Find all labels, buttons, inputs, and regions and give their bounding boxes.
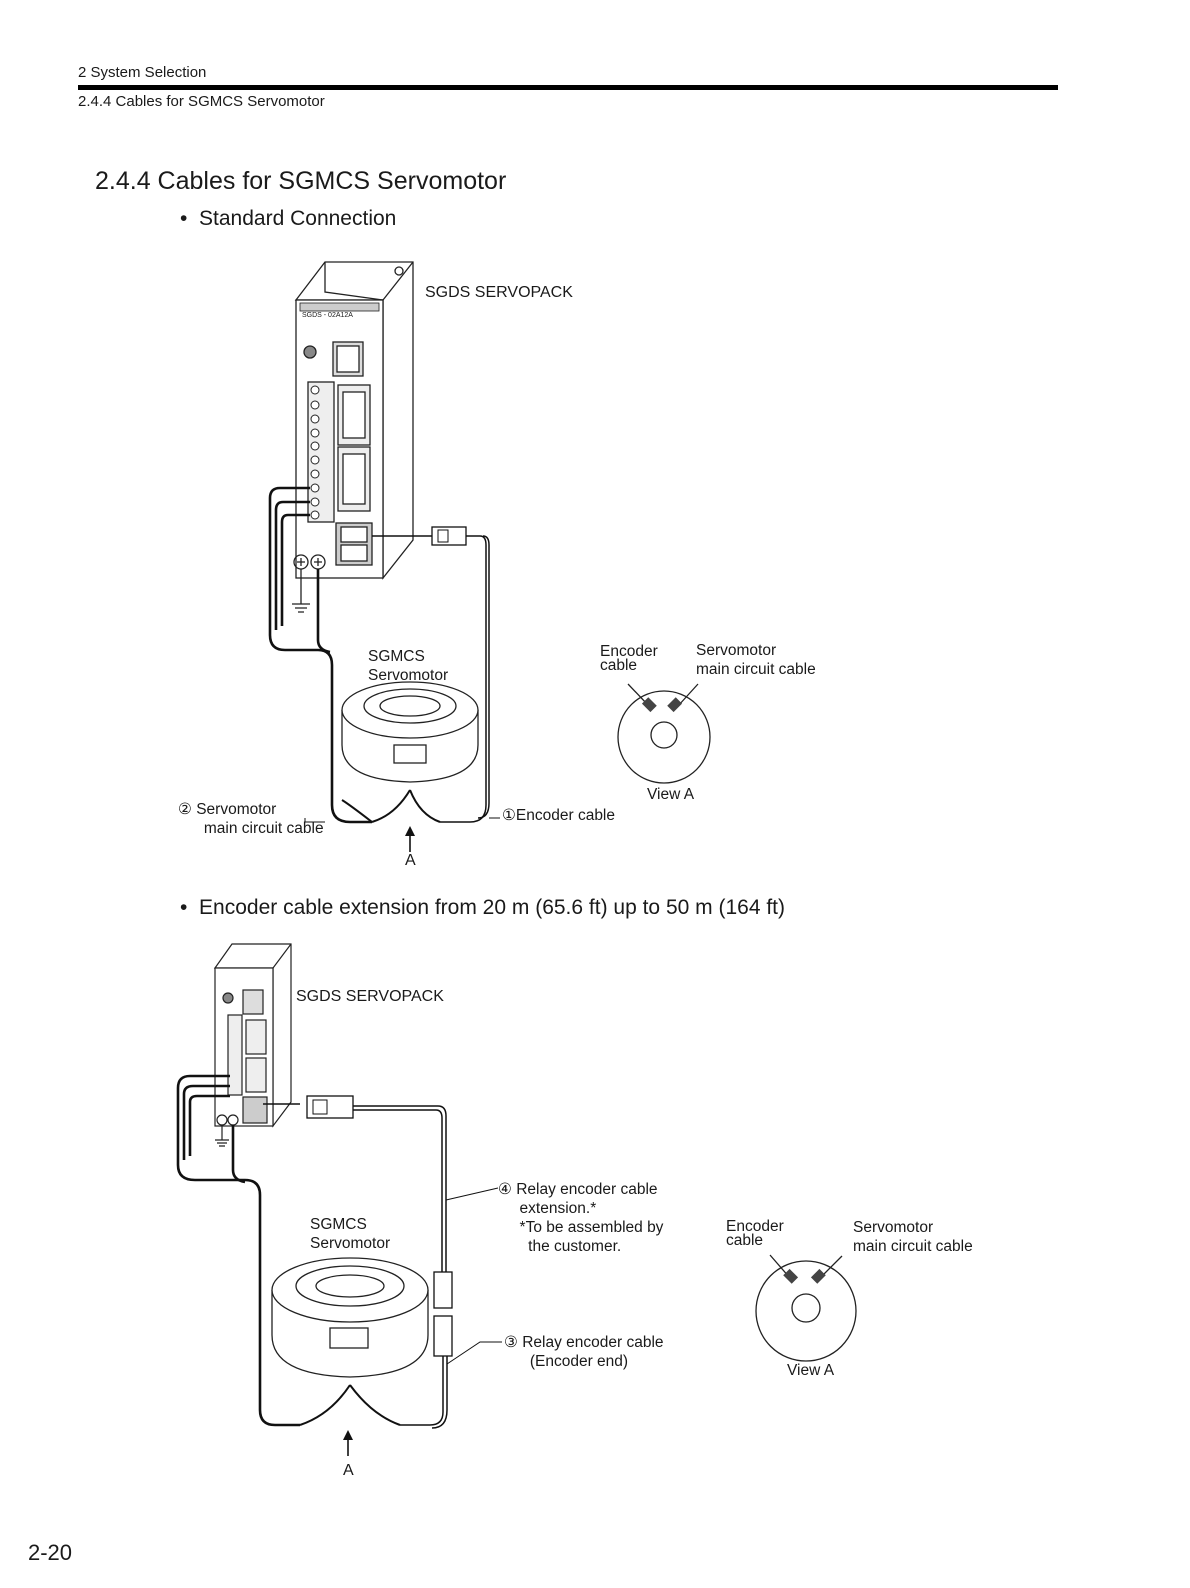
encoder-text: Encoder cable	[515, 807, 615, 824]
servopack-label-1: SGDS SERVOPACK	[425, 284, 573, 301]
motor-label-1-line1: SGMCS	[368, 648, 425, 665]
relay3-num: ③	[504, 1334, 518, 1351]
viewa2-main-line2: main circuit cable	[853, 1238, 973, 1255]
arrow-a-label-2: A	[343, 1462, 354, 1479]
servopack-model-label: SGDS - 02A12A	[302, 312, 353, 319]
viewa-enc-line2: cable	[600, 657, 638, 674]
viewa-enc-line1: Encoder	[600, 643, 658, 660]
viewa-caption-1: View A	[647, 786, 695, 803]
running-header-section: 2.4.4 Cables for SGMCS Servomotor	[78, 93, 325, 110]
main-circuit-line2: main circuit cable	[203, 820, 324, 837]
viewa2-enc-line2: cable	[726, 1232, 764, 1249]
running-header-chapter: 2 System Selection	[78, 64, 207, 81]
header-rule	[78, 85, 1058, 90]
relay4-note1: *To be assembled by	[519, 1219, 664, 1236]
viewa-main-label-1: Servomotor main circuit cable	[696, 641, 816, 679]
section-title: 2.4.4 Cables for SGMCS Servomotor	[95, 167, 507, 195]
viewa2-enc-line1: Encoder	[726, 1218, 784, 1235]
bullet-extension: • Encoder cable extension from 20 m (65.…	[180, 896, 785, 919]
relay-extension-label: ④ Relay encoder cable extension.* *To be…	[498, 1180, 663, 1256]
main-circuit-line1: Servomotor	[196, 801, 277, 818]
main-circuit-cable-label-1: ② Servomotor main circuit cable	[178, 800, 324, 838]
main-circuit-num: ②	[178, 801, 192, 818]
motor-label-2: SGMCS Servomotor	[310, 1215, 390, 1253]
relay3-line1: Relay encoder cable	[522, 1334, 664, 1351]
viewa-caption-2: View A	[787, 1362, 835, 1379]
relay4-num: ④	[498, 1181, 512, 1198]
bullet-extension-text: Encoder cable extension from 20 m (65.6 …	[199, 896, 785, 919]
servopack-label-2: SGDS SERVOPACK	[296, 988, 444, 1005]
motor-label-1: SGMCS Servomotor	[368, 647, 448, 685]
relay3-line2: (Encoder end)	[529, 1353, 629, 1370]
viewa2-main-line1: Servomotor	[853, 1219, 934, 1236]
relay-encoder-end-label: ③ Relay encoder cable (Encoder end)	[504, 1333, 664, 1371]
bullet-standard-text: Standard Connection	[199, 207, 397, 230]
bullet-standard: • Standard Connection	[180, 207, 397, 230]
relay4-line2: extension.*	[519, 1200, 597, 1217]
motor-label-2-line2: Servomotor	[310, 1235, 391, 1252]
motor-label-1-line2: Servomotor	[368, 667, 449, 684]
viewa-main-line2: main circuit cable	[696, 661, 816, 678]
relay4-line1: Relay encoder cable	[516, 1181, 658, 1198]
arrow-a-label-1: A	[405, 852, 416, 869]
viewa-main-line1: Servomotor	[696, 642, 777, 659]
relay4-note2: the customer.	[528, 1238, 622, 1255]
encoder-num: ①	[502, 807, 516, 824]
viewa-main-label-2: Servomotor main circuit cable	[853, 1218, 973, 1256]
motor-label-2-line1: SGMCS	[310, 1216, 367, 1233]
encoder-cable-label-1: ①Encoder cable	[502, 806, 615, 825]
page-number: 2-20	[28, 1540, 73, 1565]
